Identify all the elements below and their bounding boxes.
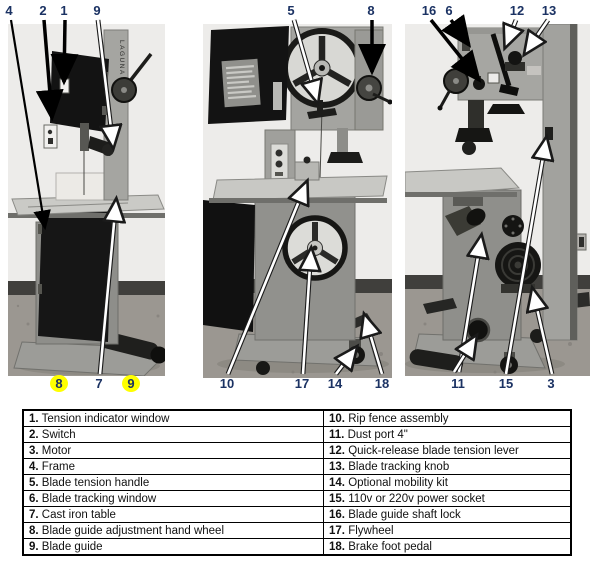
bandsaw-photo-front-open [203, 24, 392, 378]
lower-dust-port [465, 317, 491, 343]
part-cell-5: 5. Blade tension handle [22, 474, 324, 491]
callout-8-bottom-highlighted: 8 [50, 375, 68, 392]
blade-tension-handle [307, 108, 337, 119]
parts-row-5: 5. Blade tension handle 14. Optional mob… [22, 474, 572, 491]
blade-tracking-window [462, 42, 470, 51]
part-cell-11: 11. Dust port 4" [323, 426, 572, 443]
part-cell-4: 4. Frame [22, 458, 324, 475]
callout-4-top: 4 [5, 3, 13, 18]
callout-13-top: 13 [541, 3, 557, 18]
callout-2-top: 2 [39, 3, 47, 18]
callout-12-top: 12 [509, 3, 525, 18]
tension-indicator-window [59, 78, 70, 94]
part-cell-15: 15. 110v or 220v power socket [323, 490, 572, 507]
part-cell-7: 7. Cast iron table [22, 506, 324, 523]
photo2-lower-flywheel [282, 215, 348, 281]
rip-fence [294, 161, 320, 181]
blade-guide-shaft-lock [473, 78, 485, 90]
callout-18-bottom: 18 [374, 376, 390, 391]
brand-text: LAGUNA [118, 40, 125, 76]
part-cell-9: 9. Blade guide [22, 538, 324, 556]
callout-5-top: 5 [287, 3, 295, 18]
photo1-upper-door [50, 51, 109, 132]
bandsaw-photo-front-left: LAGUNA [8, 24, 165, 376]
blade-tracking-knob [508, 51, 522, 65]
part-cell-12: 12. Quick-release blade tension lever [323, 442, 572, 459]
callout-11-bottom: 11 [451, 376, 465, 391]
parts-row-7: 7. Cast iron table 16. Blade guide shaft… [22, 506, 572, 523]
part-cell-10: 10. Rip fence assembly [323, 409, 572, 427]
part-cell-16: 16. Blade guide shaft lock [323, 506, 572, 523]
photo1-lower-cabinet [35, 206, 119, 345]
callout-10-bottom: 10 [219, 376, 235, 391]
parts-row-6: 6. Blade tracking window 15. 110v or 220… [22, 490, 572, 507]
callout-6-top: 6 [445, 3, 453, 18]
photo1-switch [43, 124, 58, 149]
parts-row-3: 3. Motor 12. Quick-release blade tension… [22, 442, 572, 459]
callout-3-bottom: 3 [547, 376, 555, 391]
upper-dust-port [466, 208, 486, 226]
part-cell-17: 17. Flywheel [323, 522, 572, 539]
parts-row-1: 1. Tension indicator window 10. Rip fenc… [22, 409, 572, 427]
part-cell-6: 6. Blade tracking window [22, 490, 324, 507]
part-cell-3: 3. Motor [22, 442, 324, 459]
callout-17-bottom: 17 [294, 376, 310, 391]
callout-1-top: 1 [60, 3, 68, 18]
parts-row-2: 2. Switch 11. Dust port 4" [22, 426, 572, 443]
callout-15-bottom: 15 [498, 376, 514, 391]
part-cell-14: 14. Optional mobility kit [323, 474, 572, 491]
parts-row-4: 4. Frame 13. Blade tracking knob [22, 458, 572, 475]
part-cell-18: 18. Brake foot pedal [323, 538, 572, 556]
parts-row-8: 8. Blade guide adjustment hand wheel 17.… [22, 522, 572, 539]
part-cell-2: 2. Switch [22, 426, 324, 443]
parts-row-9: 9. Blade guide 18. Brake foot pedal [22, 538, 572, 556]
callout-14-bottom: 14 [327, 376, 343, 391]
callout-8-top: 8 [367, 3, 375, 18]
part-cell-13: 13. Blade tracking knob [323, 458, 572, 475]
part-cell-8: 8. Blade guide adjustment hand wheel [22, 522, 324, 539]
callout-9-top: 9 [93, 3, 101, 18]
photo3-column [542, 24, 578, 341]
photo2-open-door [208, 26, 289, 124]
callout-16-top: 16 [421, 3, 437, 18]
part-cell-1: 1. Tension indicator window [22, 409, 324, 427]
bandsaw-photo-rear [405, 24, 590, 376]
photo1-base-and-mobility-roller [13, 331, 165, 376]
callout-9-bottom-highlighted: 9 [122, 375, 140, 392]
quick-release-lever [490, 33, 512, 87]
parts-list-table: 1. Tension indicator window 10. Rip fenc… [22, 409, 572, 556]
photo1-column: LAGUNA [103, 29, 129, 201]
power-socket [545, 127, 553, 140]
callout-7-bottom: 7 [95, 376, 103, 391]
